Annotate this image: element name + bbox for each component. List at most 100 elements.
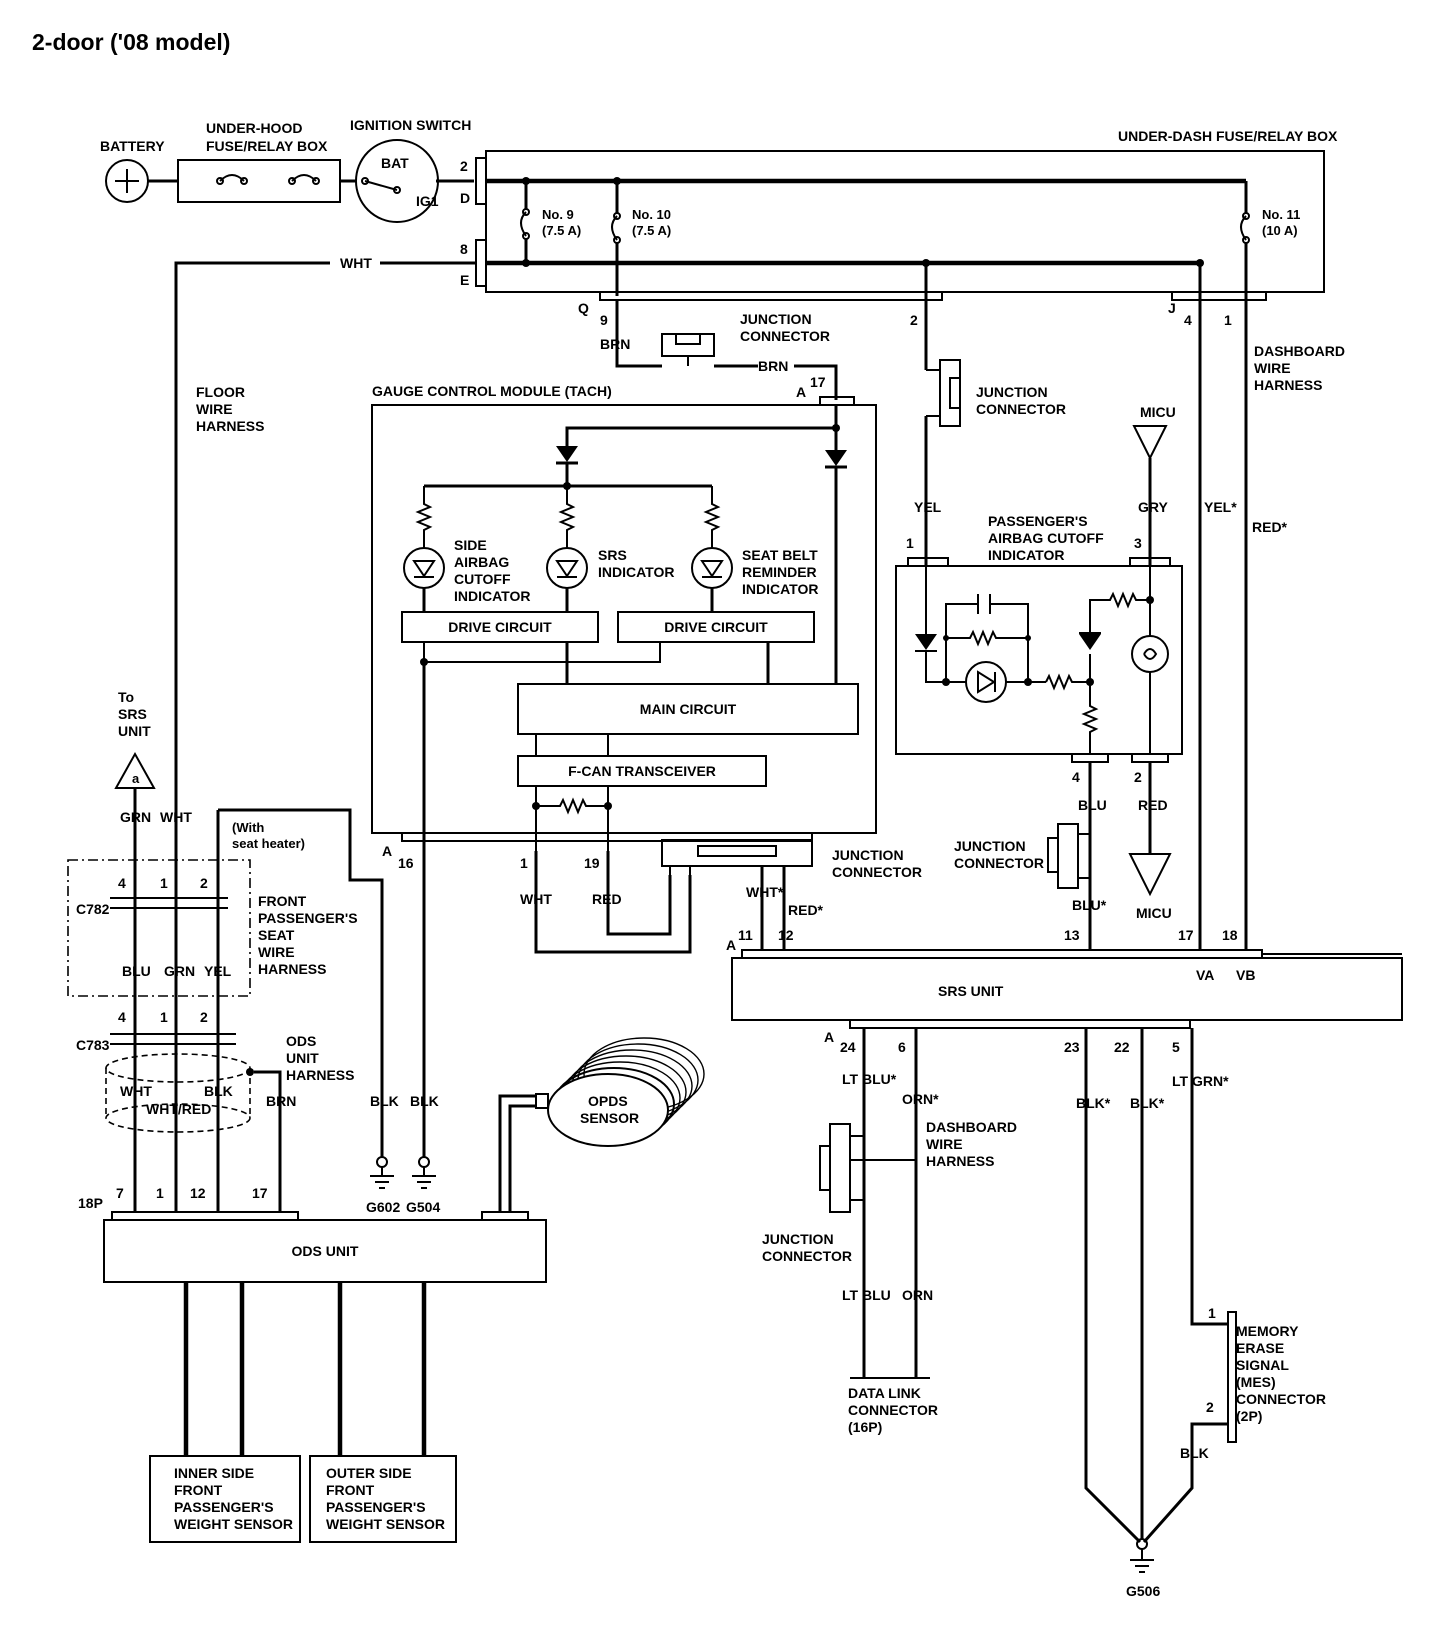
outer-sensor-label-4: WEIGHT SENSOR bbox=[326, 1516, 445, 1532]
wire-blk22: BLK* bbox=[1130, 1095, 1165, 1111]
pin-A17: A bbox=[796, 384, 806, 400]
pin-A24: A bbox=[824, 1029, 834, 1045]
to-srs-label-1: To bbox=[118, 689, 134, 705]
main-circuit-label: MAIN CIRCUIT bbox=[640, 701, 737, 717]
mes-connector bbox=[1227, 1311, 1237, 1443]
pin-24: 24 bbox=[840, 1039, 856, 1055]
underdash-connector-q bbox=[599, 291, 943, 301]
pin-VA: VA bbox=[1196, 967, 1214, 983]
floor-harness-label-2: WIRE bbox=[196, 401, 233, 417]
inner-sensor-label-4: WEIGHT SENSOR bbox=[174, 1516, 293, 1532]
dlc-label-3: (16P) bbox=[848, 1419, 882, 1435]
junction-connector-dlc bbox=[819, 1123, 916, 1213]
mes-pin-1: 1 bbox=[1208, 1305, 1216, 1321]
wire-orn-star: ORN* bbox=[902, 1091, 939, 1107]
ignition-switch bbox=[355, 139, 439, 223]
mes-pin-2: 2 bbox=[1206, 1399, 1214, 1415]
front-harness-label-4: WIRE bbox=[258, 944, 295, 960]
inner-sensor-label-1: INNER SIDE bbox=[174, 1465, 254, 1481]
junction-blu-label-2: CONNECTOR bbox=[954, 855, 1044, 871]
wire-red: RED bbox=[1138, 797, 1168, 813]
junction-dlc-label-1: JUNCTION bbox=[762, 1231, 834, 1247]
junction-dlc-label-2: CONNECTOR bbox=[762, 1248, 852, 1264]
drive-circuit-1-label: DRIVE CIRCUIT bbox=[448, 619, 552, 635]
underhood-fuse-box bbox=[177, 159, 341, 203]
wire-ltblu-star: LT BLU* bbox=[842, 1071, 897, 1087]
dashboard-harness-label-3: HARNESS bbox=[1254, 377, 1322, 393]
mes-label-2: ERASE bbox=[1236, 1340, 1284, 1356]
floor-harness-label-1: FLOOR bbox=[196, 384, 245, 400]
pass-indicator-circuit bbox=[915, 566, 1169, 754]
wire-yel: YEL bbox=[914, 499, 942, 515]
main-circuit bbox=[517, 683, 859, 735]
fuse11-label-1: No. 11 bbox=[1262, 207, 1300, 222]
wire-red-star: RED* bbox=[1252, 519, 1288, 535]
srs-indicator-label-1: SRS bbox=[598, 547, 627, 563]
side-airbag-label-1: SIDE bbox=[454, 537, 487, 553]
wire-red-gcm: RED bbox=[592, 891, 622, 907]
seat-heater-label-2: seat heater) bbox=[232, 836, 305, 851]
pin-18: 18 bbox=[1222, 927, 1238, 943]
wire-blk23: BLK* bbox=[1076, 1095, 1111, 1111]
fuse-no11 bbox=[1240, 181, 1250, 296]
junction-can-label-2: CONNECTOR bbox=[832, 864, 922, 880]
pin-A16: A bbox=[382, 843, 392, 859]
opds-label-2: SENSOR bbox=[580, 1110, 639, 1126]
wire-yel2: YEL bbox=[204, 963, 232, 979]
arrow-a-label: a bbox=[132, 771, 140, 786]
wire-orn: ORN bbox=[902, 1287, 933, 1303]
wire-blu: BLU bbox=[1078, 797, 1107, 813]
seatbelt-label-1: SEAT BELT bbox=[742, 547, 818, 563]
wire-red-star2: RED* bbox=[788, 902, 824, 918]
seat-heater-label-1: (With bbox=[232, 820, 264, 835]
pin-A11: A bbox=[726, 937, 736, 953]
resistor-side-airbag bbox=[415, 486, 433, 548]
inner-weight-sensor bbox=[149, 1455, 301, 1543]
ods-pin-7: 7 bbox=[116, 1185, 124, 1201]
diode-upper-right bbox=[825, 450, 847, 469]
front-harness-label-2: PASSENGER'S bbox=[258, 910, 358, 926]
wire-blu-star: BLU* bbox=[1072, 897, 1107, 913]
c782-pin-1: 1 bbox=[160, 875, 168, 891]
junction-connector-blu bbox=[1047, 823, 1090, 889]
wire-ltgrn-star: LT GRN* bbox=[1172, 1073, 1229, 1089]
drive-circuit-2-label: DRIVE CIRCUIT bbox=[664, 619, 768, 635]
outer-sensor-label-3: PASSENGER'S bbox=[326, 1499, 426, 1515]
ods-unit bbox=[103, 1219, 547, 1283]
underdash-connector-tabs bbox=[475, 157, 487, 287]
wire-wht-star: WHT* bbox=[746, 884, 784, 900]
dlc-label-1: DATA LINK bbox=[848, 1385, 921, 1401]
pin-22: 22 bbox=[1114, 1039, 1130, 1055]
wire-blk-g504: BLK bbox=[410, 1093, 439, 1109]
pin-5: 5 bbox=[1172, 1039, 1180, 1055]
ground-g506-icon bbox=[1130, 1538, 1154, 1573]
side-airbag-label-3: CUTOFF bbox=[454, 571, 511, 587]
fuse11-label-2: (10 A) bbox=[1262, 223, 1298, 238]
junction-yel-label-1: JUNCTION bbox=[976, 384, 1048, 400]
wire-wht3: WHT bbox=[120, 1083, 152, 1099]
fuse-no10 bbox=[611, 181, 621, 296]
inner-sensor-label-3: PASSENGER'S bbox=[174, 1499, 274, 1515]
pin-D: D bbox=[460, 190, 470, 206]
gcm-label: GAUGE CONTROL MODULE (TACH) bbox=[372, 383, 612, 399]
to-srs-label-3: UNIT bbox=[118, 723, 151, 739]
floor-harness-label-3: HARNESS bbox=[196, 418, 264, 434]
pin-Q: Q bbox=[578, 300, 589, 316]
mes-label-5: CONNECTOR bbox=[1236, 1391, 1326, 1407]
seatbelt-label-2: REMINDER bbox=[742, 564, 817, 580]
pass-indicator-label-3: INDICATOR bbox=[988, 547, 1064, 563]
c782-pin-4: 4 bbox=[118, 875, 126, 891]
side-airbag-label-4: INDICATOR bbox=[454, 588, 530, 604]
wire-brn-left: BRN bbox=[600, 336, 630, 352]
c783-label: C783 bbox=[76, 1037, 110, 1053]
pin-J: J bbox=[1168, 300, 1176, 316]
pin-4: 4 bbox=[1184, 312, 1192, 328]
pin-17: 17 bbox=[810, 374, 826, 390]
ground-g506-label: G506 bbox=[1126, 1583, 1160, 1599]
front-harness-label-5: HARNESS bbox=[258, 961, 326, 977]
inner-sensor-label-2: FRONT bbox=[174, 1482, 223, 1498]
pass-indicator-label-2: AIRBAG CUTOFF bbox=[988, 530, 1104, 546]
pin-23: 23 bbox=[1064, 1039, 1080, 1055]
srs-indicator-label-2: INDICATOR bbox=[598, 564, 674, 580]
